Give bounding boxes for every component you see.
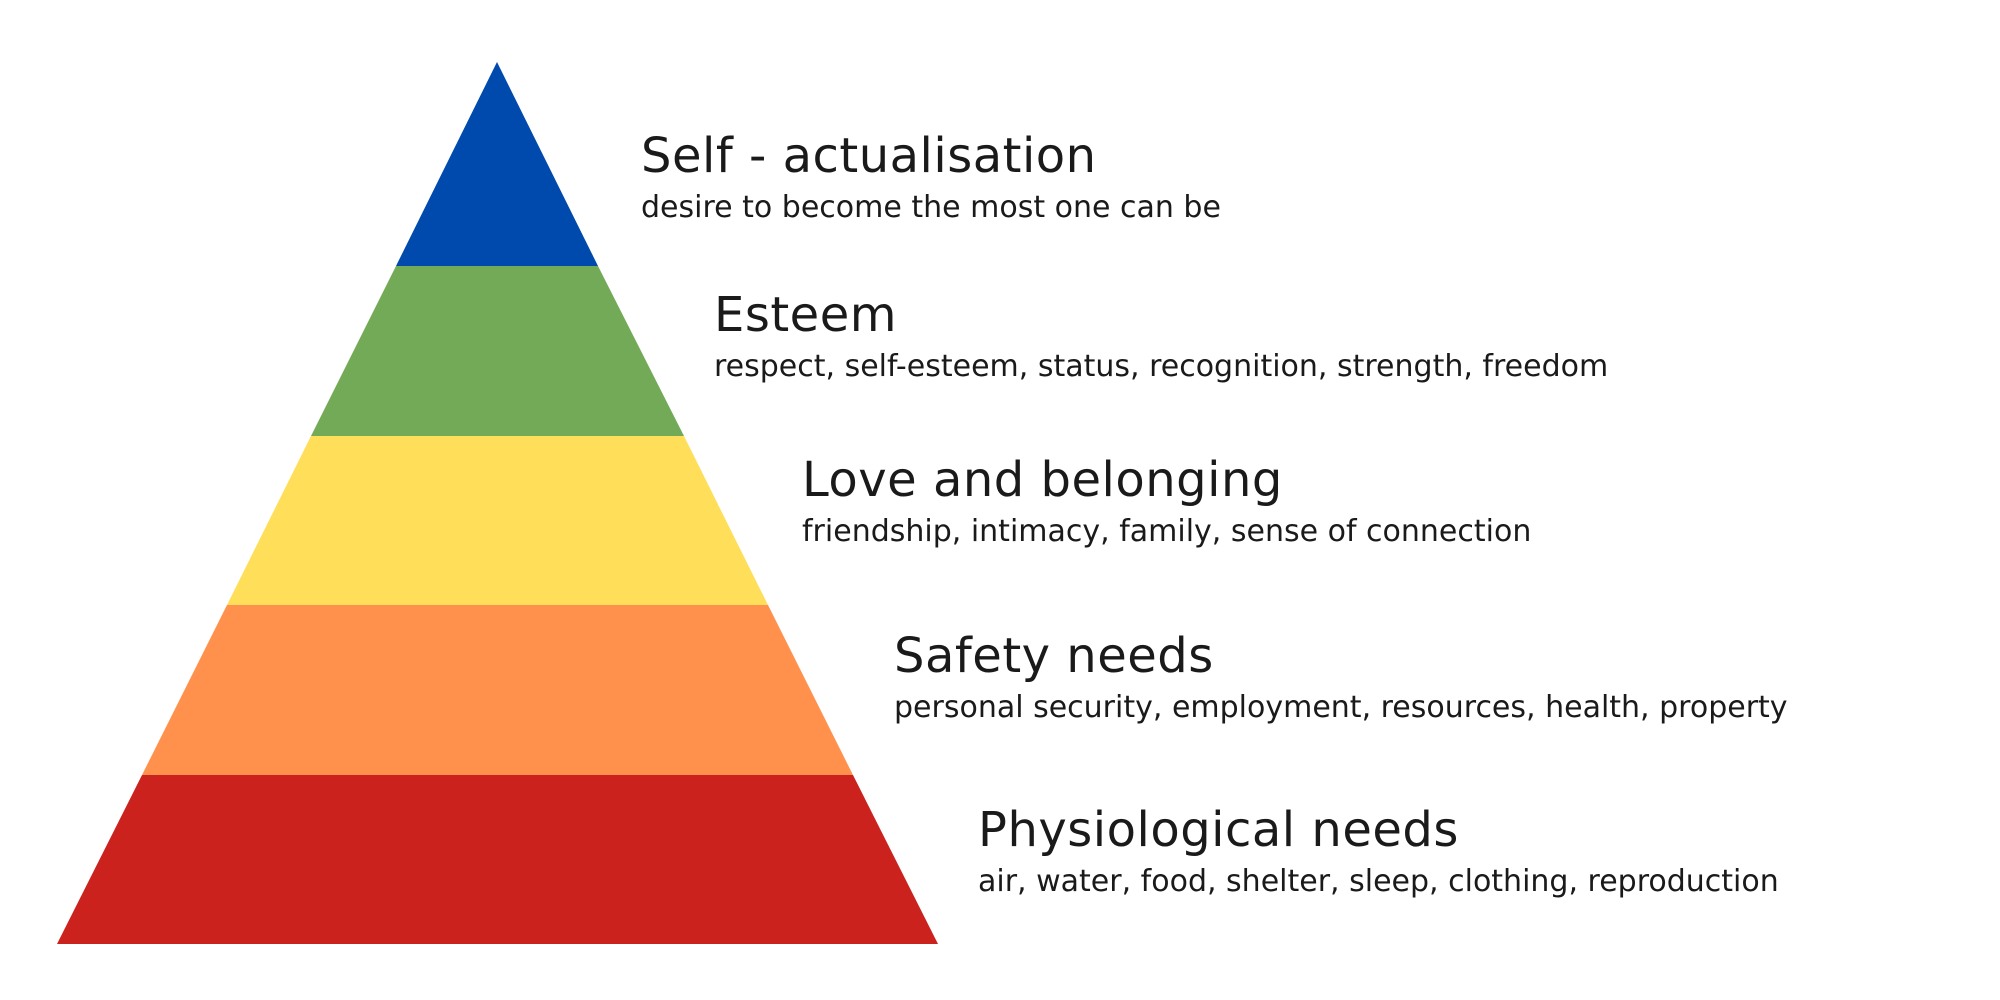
level-description: air, water, food, shelter, sleep, clothi… bbox=[978, 864, 1779, 899]
level-label-esteem: Esteem respect, self-esteem, status, rec… bbox=[714, 287, 1608, 387]
level-title: Esteem bbox=[714, 287, 897, 343]
level-title: Safety needs bbox=[894, 628, 1214, 684]
pyramid-tier-physiological-needs bbox=[57, 775, 938, 944]
level-label-physiological-needs: Physiological needs air, water, food, sh… bbox=[978, 802, 1779, 902]
level-description: desire to become the most one can be bbox=[641, 190, 1221, 225]
pyramid-tier-self-actualisation bbox=[396, 62, 598, 266]
level-label-self-actualisation: Self - actualisation desire to become th… bbox=[641, 128, 1221, 228]
pyramid-tier-love-and-belonging bbox=[227, 436, 768, 605]
level-title: Physiological needs bbox=[978, 802, 1459, 858]
pyramid-tier-safety-needs bbox=[142, 605, 853, 775]
level-label-safety-needs: Safety needs personal security, employme… bbox=[894, 628, 1788, 728]
level-description: friendship, intimacy, family, sense of c… bbox=[802, 514, 1532, 549]
pyramid-tier-esteem bbox=[311, 266, 684, 436]
level-description: personal security, employment, resources… bbox=[894, 690, 1788, 725]
level-title: Love and belonging bbox=[802, 452, 1283, 508]
level-title: Self - actualisation bbox=[641, 128, 1097, 184]
level-label-love-and-belonging: Love and belonging friendship, intimacy,… bbox=[802, 452, 1531, 552]
level-description: respect, self-esteem, status, recognitio… bbox=[714, 349, 1609, 384]
